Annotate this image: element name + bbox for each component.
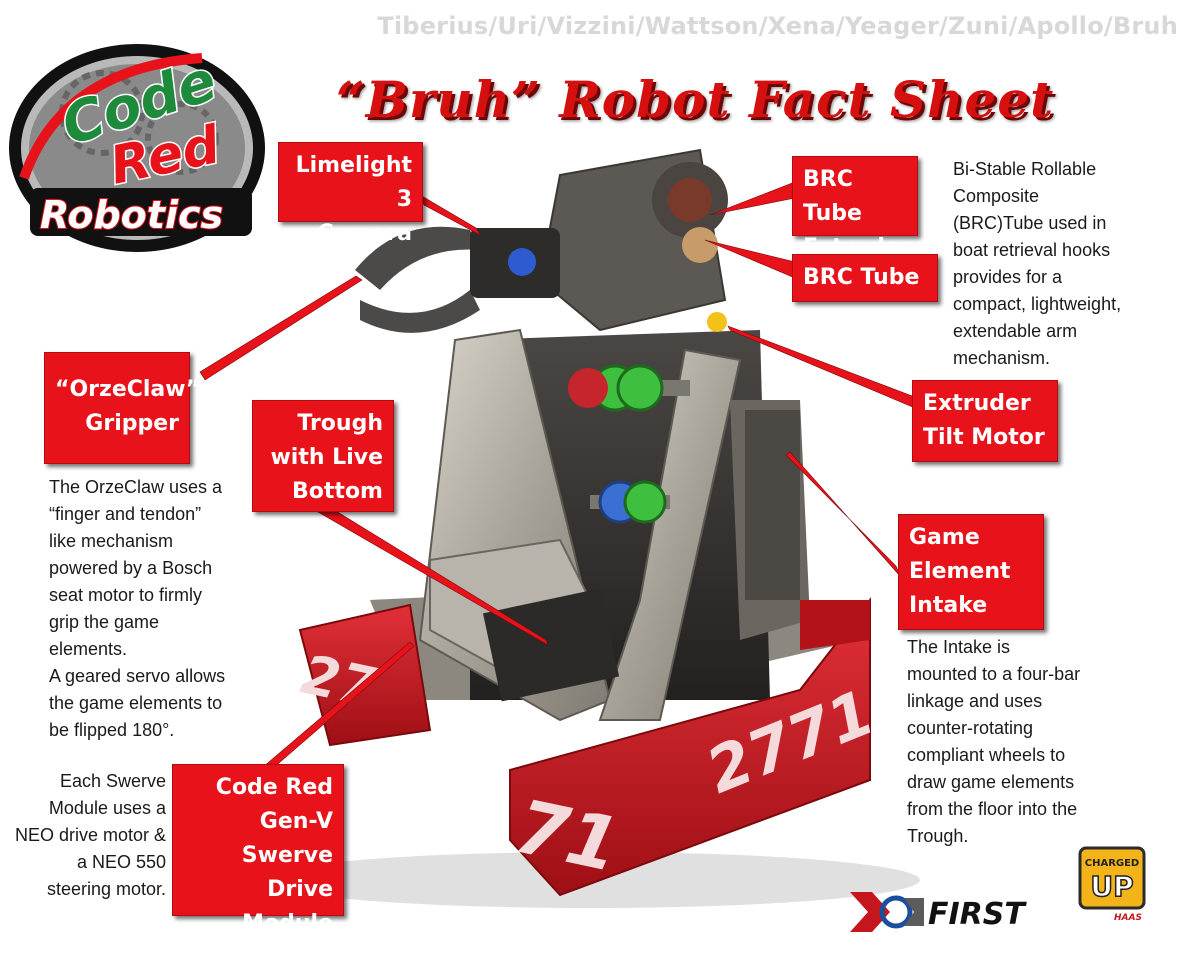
page-title: “Bruh” Robot Fact Sheet xyxy=(336,70,1055,129)
first-logo-text: FIRST xyxy=(928,897,1027,932)
description-brc-tube: Bi-Stable Rollable Composite (BRC)Tube u… xyxy=(953,159,1122,368)
charged-up-line2: UP xyxy=(1090,870,1133,903)
logo-robotics-text: Robotics xyxy=(40,193,223,237)
label-swerve-drive-module: Code Red Gen-V Swerve Drive Module xyxy=(172,764,344,936)
code-red-robotics-logo: Code Red Robotics xyxy=(9,44,265,252)
label-game-element-intake: Game Element Intake xyxy=(898,514,1044,630)
description-swerve: Each Swerve Module uses a NEO drive moto… xyxy=(14,771,166,899)
charged-up-logo: CHARGED UP HAAS xyxy=(1078,846,1146,923)
charged-up-sponsor: HAAS xyxy=(1114,913,1142,923)
charged-up-line1: CHARGED xyxy=(1085,858,1140,869)
label-brc-tube-extruder: BRC Tube Extruder xyxy=(792,156,918,260)
label-orzeclaw-gripper: “OrzeClaw” Gripper xyxy=(44,352,200,464)
robot-names-watermark: Tiberius/Uri/Vizzini/Wattson/Xena/Yeager… xyxy=(377,12,1178,40)
label-trough: Trough with Live Bottom xyxy=(252,400,394,512)
label-limelight-camera: Limelight 3 Camera xyxy=(278,142,423,246)
description-intake: The Intake is mounted to a four-bar link… xyxy=(907,637,1081,846)
label-extruder-tilt-motor: Extruder Tilt Motor xyxy=(912,380,1058,462)
first-logo: FIRST xyxy=(850,892,1027,932)
bumper-number-front: 71 xyxy=(508,784,627,890)
label-brc-tube: BRC Tube xyxy=(792,254,938,302)
description-gripper: The OrzeClaw uses a “finger and tendon” … xyxy=(49,477,226,740)
